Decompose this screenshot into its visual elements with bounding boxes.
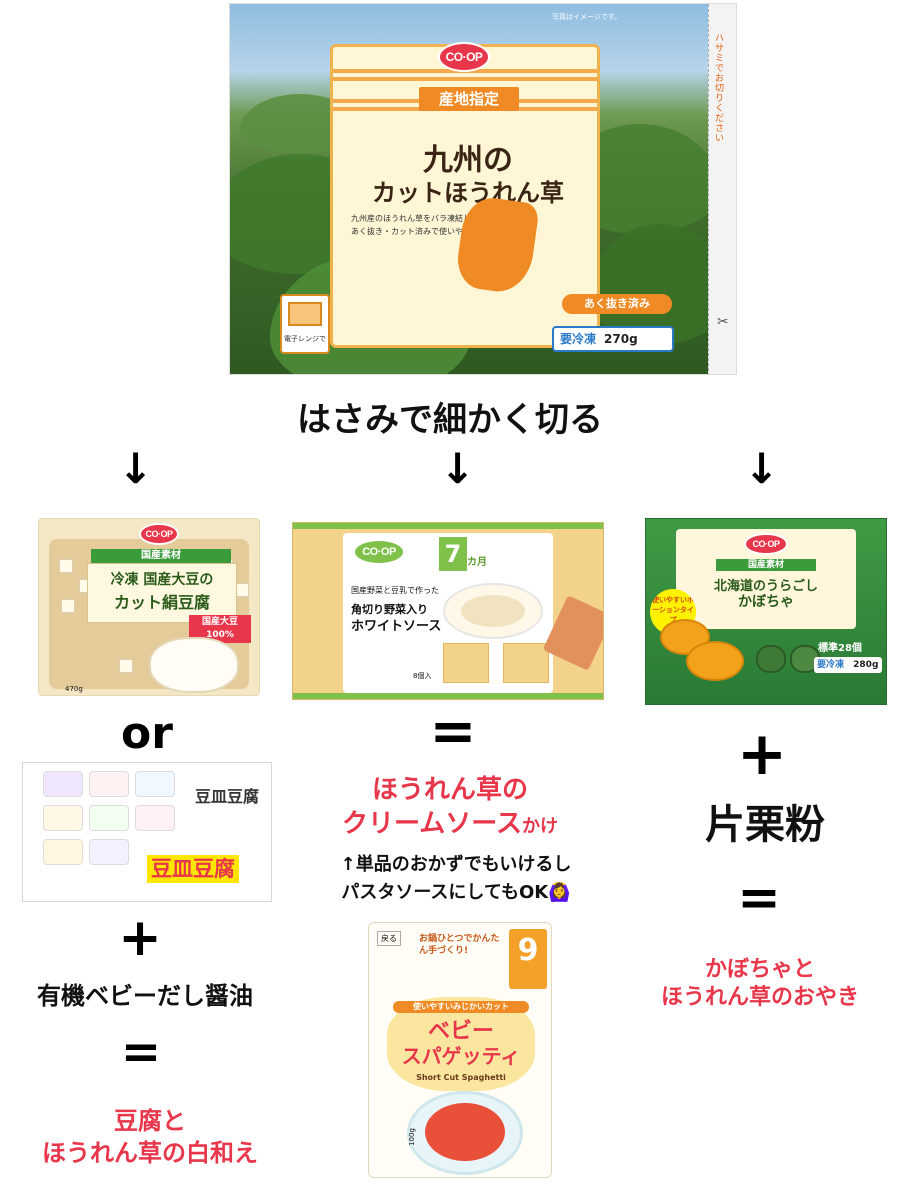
mid-note-2: パスタソースにしてもOK🙆‍♀️ <box>341 882 571 903</box>
spinach-label-card: 産地指定 九州の カットほうれん草 九州産のほうれん草をバラ凍結しました。 あく… <box>330 44 600 348</box>
origin-banner: 産地指定 <box>419 87 519 111</box>
arrow-down-icon: ↓ <box>744 444 780 493</box>
spinach-desc-1: 九州産のほうれん草をバラ凍結しました。 <box>351 214 503 223</box>
microwave-icon: 電子レンジで <box>280 294 330 354</box>
equals-symbol: = <box>737 868 781 928</box>
coop-logo: CO·OP <box>744 533 788 555</box>
right-result-1: かぼちゃと <box>704 957 815 982</box>
spaghetti-catch: お鍋ひとつでかんたん手づくり! <box>419 934 500 956</box>
soup-title-2: ホワイトソース <box>351 619 442 634</box>
tofu-package-image: CO·OP 国産素材 冷凍 国産大豆の カット絹豆腐 国産大豆 100% 470… <box>38 518 260 696</box>
coop-logo: CO·OP <box>438 42 490 72</box>
tofu2-brand: 豆皿豆腐 <box>195 787 260 806</box>
frozen-label: 要冷凍 <box>817 660 845 670</box>
soup-title-1: 角切り野菜入り <box>351 603 428 616</box>
heading-cut-with-scissors: はさみで細かく切る <box>297 400 603 440</box>
age-unit: カ月 <box>467 557 487 568</box>
tear-text: ハサミでお切りください <box>715 34 725 144</box>
tofu2-highlight: 豆皿豆腐 <box>147 855 239 883</box>
aku-badge: あく抜き済み <box>562 294 672 314</box>
spaghetti-weight: 100g <box>407 1128 416 1146</box>
pasta-icon <box>425 1103 505 1161</box>
left-ingredient: 有機ベビーだし醤油 <box>37 982 253 1010</box>
or-text: or <box>121 708 173 759</box>
plus-symbol: + <box>118 908 162 968</box>
equals-symbol: = <box>429 699 477 764</box>
spinach-desc-2: あく抜き・カット済みで使いやすい冷凍野菜です。 <box>351 227 535 236</box>
pumpkin-package-image: CO·OP 国産素材 北海道のうらごし かぼちゃ 使いやすいポーションタイプ 標… <box>645 518 887 705</box>
pumpkin-title-2: かぼちゃ <box>738 594 794 610</box>
soup-subtitle: 国産野菜と豆乳で作った <box>351 586 439 595</box>
weight-label: 280g <box>853 660 879 670</box>
age-badge: 7 <box>439 537 467 571</box>
white-sauce-package-image: CO·OP 7 カ月 国産野菜と豆乳で作った 角切り野菜入り ホワイトソース 8… <box>292 522 604 700</box>
spinach-title-1: 九州の <box>423 143 513 178</box>
tofu-tag: 国産素材 <box>91 549 231 563</box>
spaghetti-title-1: ベビー <box>427 1019 494 1044</box>
scissors-icon: ✂ <box>717 314 729 330</box>
pumpkin-title-1: 北海道のうらごし <box>713 579 818 594</box>
spaghetti-title-2: スパゲッティ <box>401 1044 521 1068</box>
right-result-2: ほうれん草のおやき <box>660 985 859 1010</box>
photo-note: 写真はイメージです。 <box>552 13 622 21</box>
spaghetti-en: Short Cut Spaghetti <box>416 1073 506 1082</box>
age-badge: 9 <box>509 929 547 989</box>
frozen-label: 要冷凍 <box>560 332 597 346</box>
mid-result-1: ほうれん草の <box>371 775 528 805</box>
equals-symbol: = <box>120 1024 162 1080</box>
soup-count: 8個入 <box>413 672 432 680</box>
left-result-1: 豆腐と <box>114 1107 186 1135</box>
arrow-down-icon: ↓ <box>440 444 476 493</box>
frozen-weight-label: 要冷凍 270g <box>552 326 674 352</box>
whole-pumpkin-icon <box>756 645 786 673</box>
left-result-2: ほうれん草の白和え <box>42 1139 258 1167</box>
tofu-title-1: 冷凍 国産大豆の <box>110 572 214 588</box>
arrow-down-icon: ↓ <box>118 444 154 493</box>
tear-strip: ハサミでお切りください ✂ <box>708 4 736 374</box>
weight-label: 270g <box>604 332 638 346</box>
coop-logo: CO·OP <box>353 539 405 565</box>
pumpkin-tag: 国産素材 <box>716 559 816 571</box>
soup-bowl-icon <box>443 583 543 639</box>
spinach-title-2: カットほうれん草 <box>372 179 564 207</box>
spinach-description: 九州産のほうれん草をバラ凍結しました。 あく抜き・カット済みで使いやすい冷凍野菜… <box>351 212 551 238</box>
back-label: 戻る <box>377 931 401 946</box>
spaghetti-tag: 使いやすいみじかいカット <box>393 1001 529 1013</box>
baby-spaghetti-package-image: 戻る お鍋ひとつでかんたん手づくり! 9 使いやすいみじかいカット ベビー スパ… <box>368 922 552 1178</box>
pumpkin-count: 標準28個 <box>818 643 862 654</box>
mame-zara-tofu-package-image: 豆皿豆腐 豆皿豆腐 <box>22 762 272 902</box>
microwave-label: 電子レンジで <box>284 335 326 343</box>
miso-soup-bowl-icon <box>149 637 239 693</box>
tofu-weight: 470g <box>65 685 83 693</box>
mid-note-1: ↑単品のおかずでもいけるし <box>340 854 572 875</box>
mid-result-2-main: クリームソース <box>342 809 522 839</box>
tofu-title-2: カット絹豆腐 <box>113 593 210 612</box>
plus-symbol: + <box>736 719 788 789</box>
pumpkin-frozen-weight: 要冷凍 280g <box>814 657 882 673</box>
right-ingredient: 片栗粉 <box>705 802 825 848</box>
spinach-package-image: 写真はイメージです。 産地指定 九州の カットほうれん草 九州産のほうれん草をバ… <box>229 3 737 375</box>
mid-result-2: クリームソースかけ <box>300 808 600 843</box>
mid-result-2-tail: かけ <box>521 816 558 837</box>
coop-logo: CO·OP <box>139 523 179 545</box>
